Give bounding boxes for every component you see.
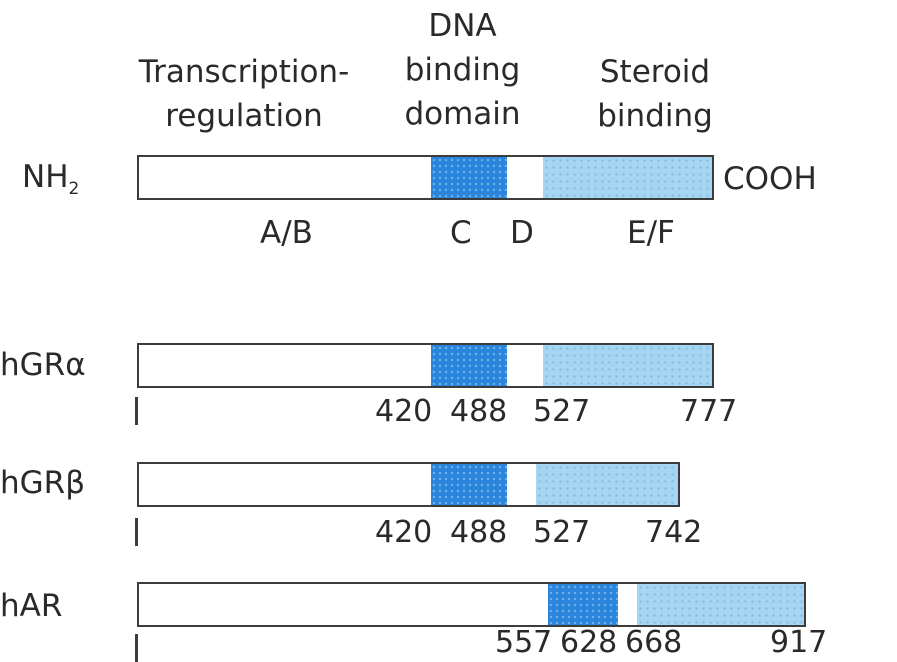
position-label: 527 xyxy=(533,394,591,429)
position-label: 777 xyxy=(680,394,738,429)
steroid-binding-segment xyxy=(543,345,712,386)
position-label: 527 xyxy=(533,515,591,550)
position-label: 420 xyxy=(375,515,433,550)
position-label: 668 xyxy=(625,625,683,660)
protein-name-hgr-beta: hGRβ xyxy=(0,465,85,501)
protein-bar-hgr-alpha xyxy=(137,343,714,388)
position-label: 488 xyxy=(450,394,508,429)
steroid-binding-header: Steroid binding xyxy=(585,50,725,138)
start-tick xyxy=(135,634,138,662)
n-terminus-subscript: 2 xyxy=(68,179,80,200)
position-label: 488 xyxy=(450,515,508,550)
protein-bar-hgr-beta xyxy=(137,462,680,507)
position-label: 917 xyxy=(770,625,828,660)
protein-name-hgr-alpha: hGRα xyxy=(0,347,86,383)
dna-binding-domain-header: DNA binding domain xyxy=(395,4,530,136)
region-label-ef: E/F xyxy=(627,215,675,251)
position-label: 557 xyxy=(495,625,553,660)
start-tick xyxy=(135,518,138,546)
protein-bar-har xyxy=(137,582,806,627)
header-line: Transcription- xyxy=(138,54,350,90)
header-line: domain xyxy=(404,96,521,132)
region-label-ab: A/B xyxy=(260,215,313,251)
steroid-binding-segment xyxy=(543,157,712,198)
position-label: 742 xyxy=(645,515,703,550)
generic-receptor-bar xyxy=(137,155,714,200)
header-line: binding xyxy=(597,98,713,134)
transcription-regulation-header: Transcription- regulation xyxy=(128,50,360,138)
dna-binding-segment xyxy=(548,584,618,625)
header-line: regulation xyxy=(165,98,323,134)
position-label: 420 xyxy=(375,394,433,429)
steroid-binding-segment xyxy=(637,584,804,625)
dna-binding-segment xyxy=(431,157,507,198)
region-label-c: C xyxy=(450,215,472,251)
n-terminus-label: NH2 xyxy=(22,162,79,198)
dna-binding-segment xyxy=(431,345,507,386)
dna-binding-segment xyxy=(431,464,507,505)
header-line: DNA xyxy=(428,8,497,44)
header-line: Steroid xyxy=(599,54,711,90)
protein-name-har: hAR xyxy=(0,588,63,624)
position-label: 628 xyxy=(560,625,618,660)
start-tick xyxy=(135,397,138,425)
n-terminus-text: NH xyxy=(22,159,69,195)
header-line: binding xyxy=(404,52,521,88)
steroid-binding-segment xyxy=(536,464,678,505)
region-label-d: D xyxy=(510,215,534,251)
c-terminus-label: COOH xyxy=(723,161,817,197)
